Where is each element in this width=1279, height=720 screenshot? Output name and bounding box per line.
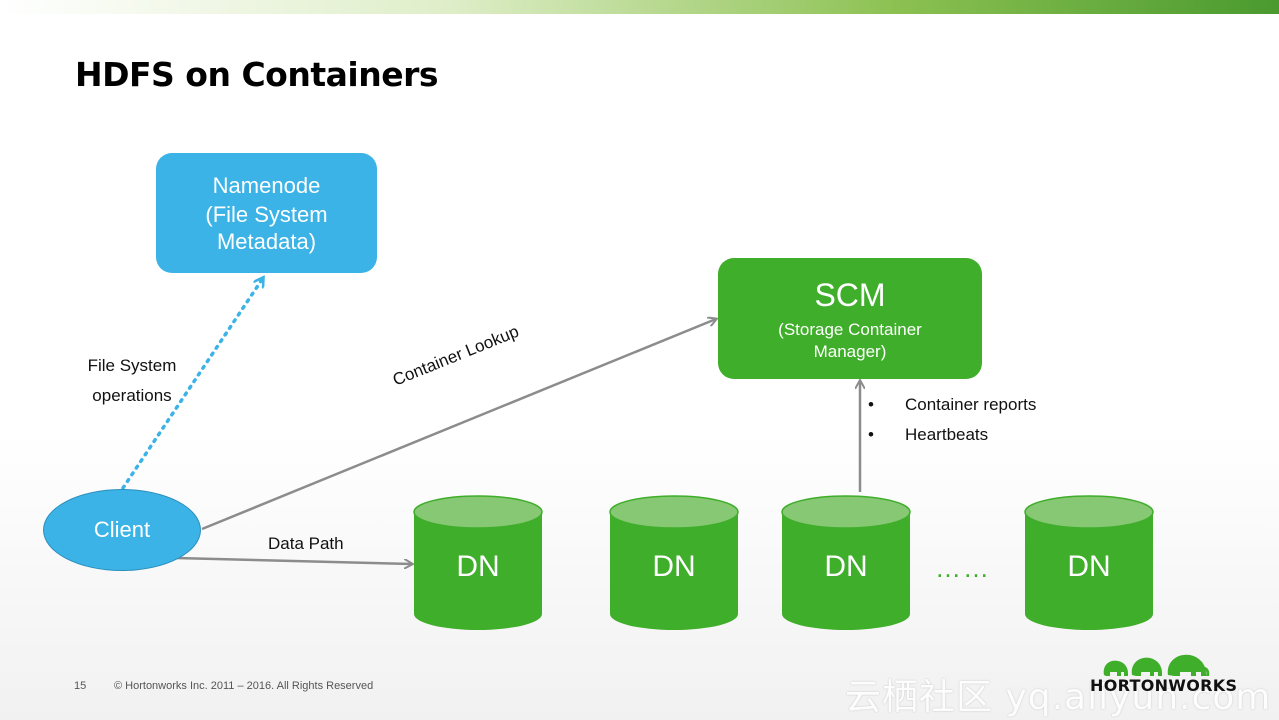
namenode-box: Namenode (File System Metadata) <box>156 153 377 273</box>
datanode-label-3: DN <box>824 550 868 583</box>
watermark-text: 云栖社区 yq.aliyun.com <box>845 677 1272 718</box>
datanode-label-4: DN <box>1067 550 1111 583</box>
report-item-text: Container reports <box>905 395 1037 414</box>
data-path-arrow <box>175 556 412 564</box>
client-node: Client <box>43 489 201 571</box>
list-item: • Container reports <box>868 391 1036 421</box>
namenode-title: Namenode <box>212 173 321 198</box>
top-gradient-bar <box>0 0 1279 14</box>
scm-reports-list: • Container reports • Heartbeats <box>868 391 1036 451</box>
datanode-cylinder-4 <box>1024 495 1154 630</box>
datanode-ellipsis: …… <box>935 553 991 583</box>
copyright-text: © Hortonworks Inc. 2011 – 2016. All Righ… <box>114 680 374 692</box>
scm-subtitle-1: (Storage Container <box>778 319 922 339</box>
namenode-subtitle-2: Metadata) <box>216 229 317 254</box>
report-item-text: Heartbeats <box>905 425 989 444</box>
page-number: 15 <box>74 680 87 692</box>
container-lookup-arrow <box>201 319 716 531</box>
data-path-label: Data Path <box>268 534 344 553</box>
scm-title: SCM <box>814 276 886 313</box>
logo-text: HORTONWORKS <box>1090 676 1238 695</box>
datanode-cylinder-3 <box>781 495 911 630</box>
scm-box: SCM (Storage Container Manager) <box>718 258 982 379</box>
fs-operations-label: File System operations <box>62 351 202 411</box>
slide-title: HDFS on Containers <box>75 55 439 94</box>
fs-operations-line-1: File System <box>87 356 177 375</box>
datanode-cylinder-1 <box>413 495 543 630</box>
datanode-cylinder-2 <box>609 495 739 630</box>
scm-subtitle-2: Manager) <box>813 341 887 361</box>
fs-operations-arrow <box>121 278 263 490</box>
bullet-icon: • <box>868 395 874 414</box>
namenode-subtitle-1: (File System <box>205 202 328 227</box>
hortonworks-logo-icon <box>1103 654 1210 676</box>
fs-operations-line-2: operations <box>92 386 172 405</box>
datanode-label-2: DN <box>652 550 696 583</box>
bullet-icon: • <box>868 425 874 444</box>
datanode-label-1: DN <box>456 550 500 583</box>
list-item: • Heartbeats <box>868 421 1036 451</box>
